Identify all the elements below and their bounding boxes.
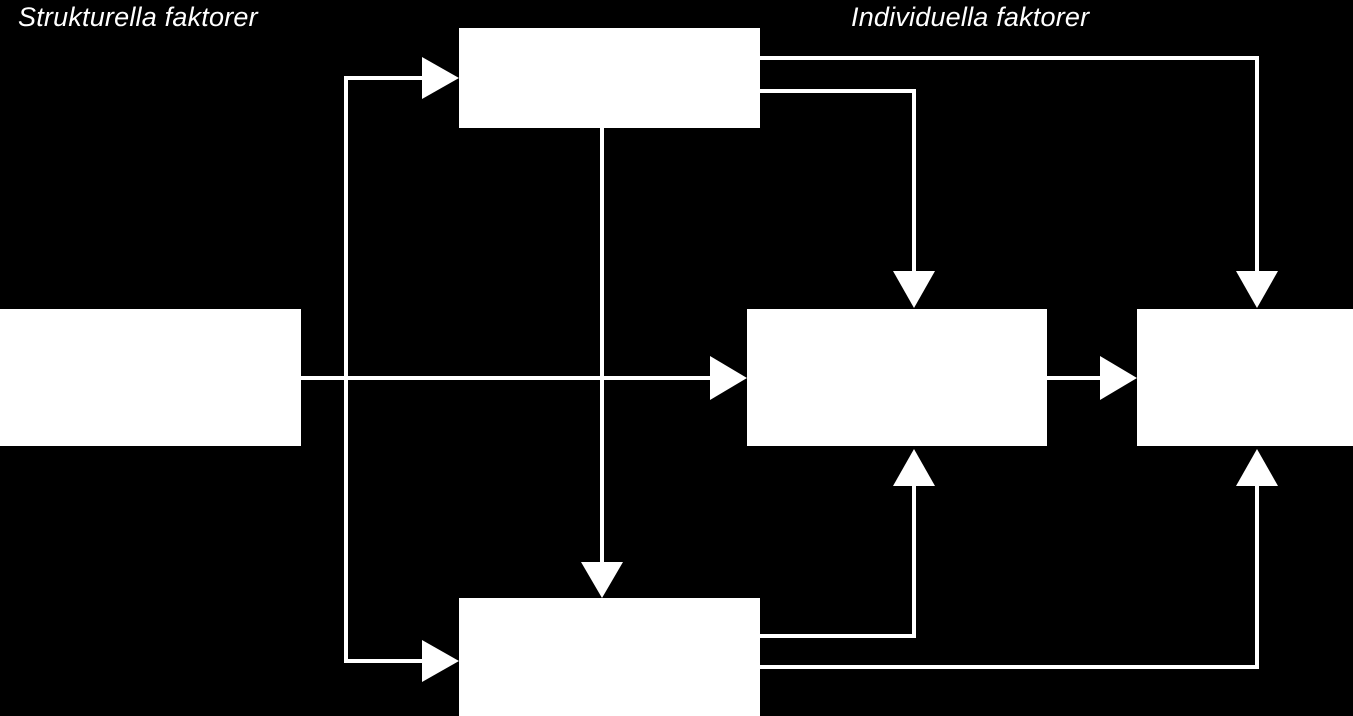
connector-bottom-to-middle [760,484,916,638]
connector-bottom-to-far-right [760,484,1259,669]
structural-factors-heading: Strukturella faktorer [18,2,258,32]
individual-factors-heading: Individuella faktorer [851,2,1090,32]
arrowhead-far-right-from-bottom [1236,449,1278,486]
left-box [0,309,301,446]
arrowhead-bottom-center [422,640,459,682]
connector-top-to-far-right [760,56,1259,273]
arrowhead-middle-from-bottom [893,449,935,486]
arrowhead-middle-from-top [893,271,935,308]
arrowhead-far-right-from-middle [1100,356,1137,400]
connector-top-to-middle [760,89,916,273]
bottom-center-box [459,598,760,716]
arrowhead-top-center [422,57,459,99]
top-center-box [459,28,760,128]
connector-left-to-top [344,76,424,378]
connector-left-to-bottom [344,378,424,663]
far-right-box [1137,309,1353,446]
arrowhead-far-right-from-top [1236,271,1278,308]
arrowhead-bottom-from-top [581,562,623,598]
arrowhead-middle-from-left [710,356,747,400]
middle-right-box [747,309,1047,446]
